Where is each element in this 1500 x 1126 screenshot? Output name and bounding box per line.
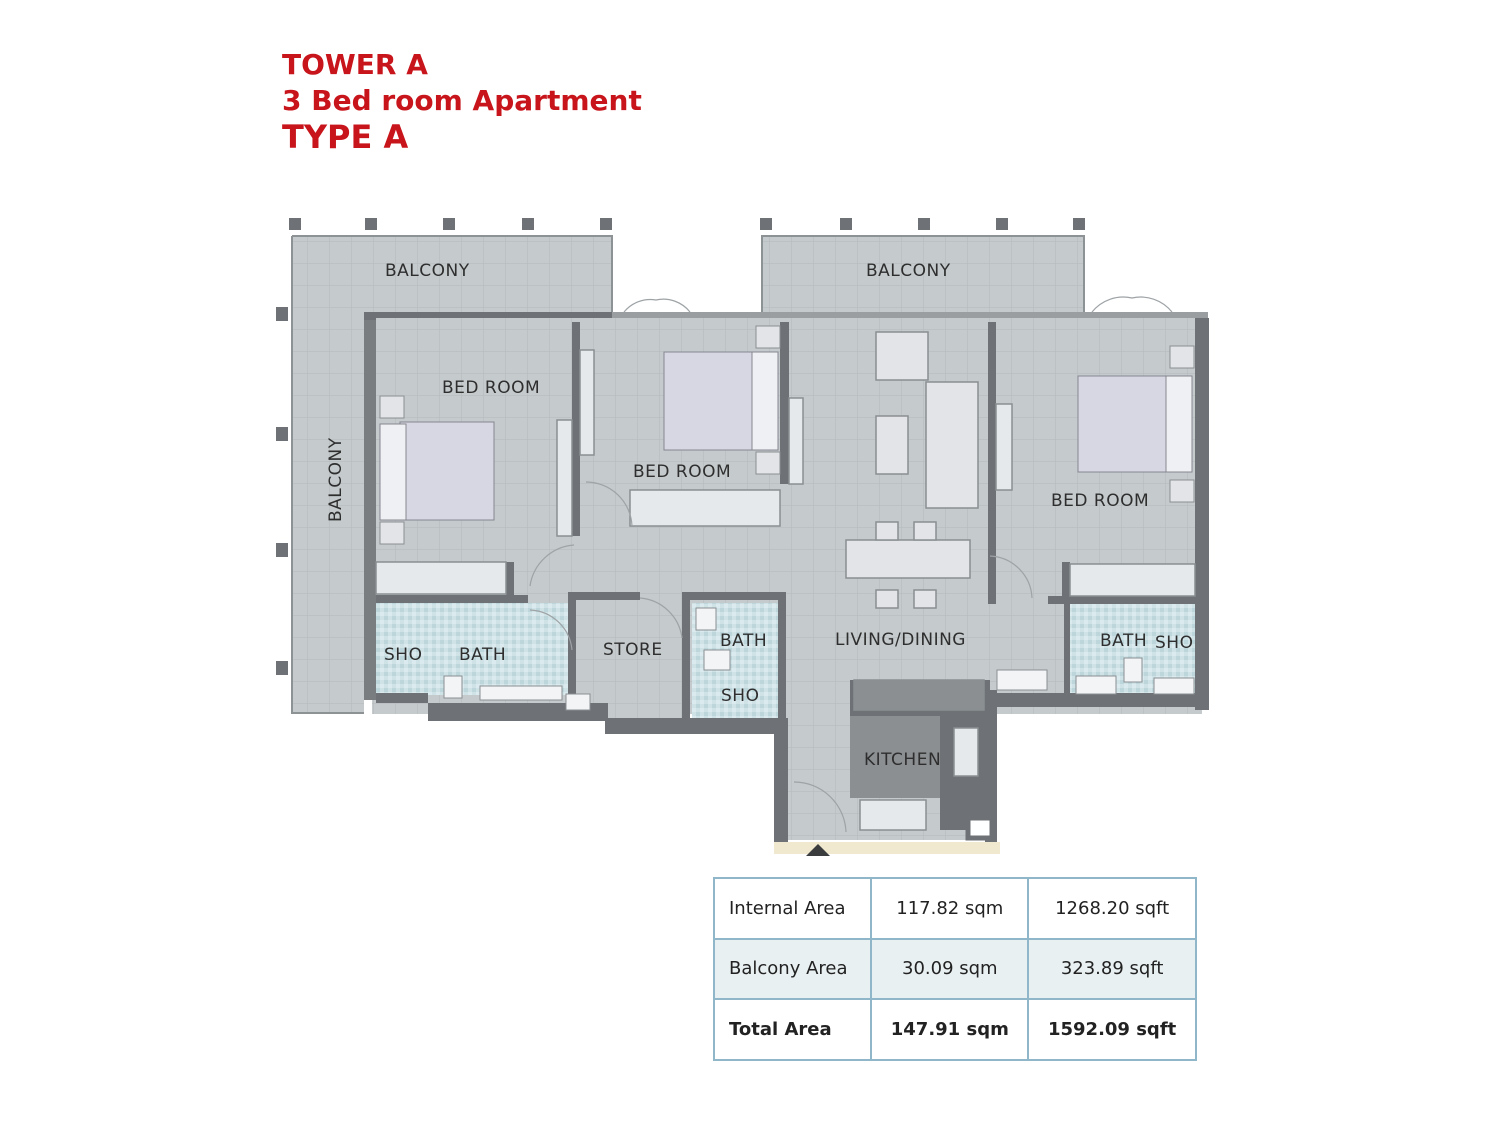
area-label: Balcony Area <box>712 937 873 1001</box>
label-store: STORE <box>603 640 663 660</box>
label-bedroom-2: BED ROOM <box>633 462 731 482</box>
nightstands <box>379 325 1195 545</box>
area-sqft: 1268.20 sqft <box>1027 877 1197 940</box>
label-sho-3: SHO <box>1155 633 1193 653</box>
area-table: Internal Area 117.82 sqm 1268.20 sqft Ba… <box>712 877 1197 1061</box>
area-sqm: 30.09 sqm <box>870 937 1030 1001</box>
living-furniture <box>845 331 985 831</box>
floor-plan: BALCONY BALCONY BALCONY BED ROOM BED ROO… <box>276 218 1209 856</box>
balcony-railing <box>291 235 1085 714</box>
type-title: TYPE A <box>282 118 409 156</box>
table-row-total: Total Area 147.91 sqm 1592.09 sqft <box>712 998 1197 1061</box>
label-kitchen: KITCHEN <box>864 750 941 770</box>
label-bath-1: BATH <box>459 645 506 665</box>
label-bedroom-3: BED ROOM <box>1051 491 1149 511</box>
railing-posts <box>276 218 1085 675</box>
area-sqft: 1592.09 sqft <box>1027 998 1197 1061</box>
area-sqm: 147.91 sqm <box>870 998 1030 1061</box>
area-sqft: 323.89 sqft <box>1027 937 1197 1001</box>
area-label: Total Area <box>712 998 873 1061</box>
label-sho-1: SHO <box>384 645 422 665</box>
store-floor <box>578 600 684 718</box>
balcony-top-right-floor <box>762 236 1084 312</box>
label-bedroom-1: BED ROOM <box>442 378 540 398</box>
area-label: Internal Area <box>712 877 873 940</box>
apartment-title: 3 Bed room Apartment <box>282 84 642 117</box>
bath-1-mosaic <box>376 603 570 695</box>
entrance-threshold <box>774 842 1000 854</box>
label-balcony-top-left: BALCONY <box>385 261 470 281</box>
label-sho-2: SHO <box>721 686 759 706</box>
beds <box>379 351 1193 521</box>
label-balcony-left: BALCONY <box>326 437 346 522</box>
label-balcony-top-right: BALCONY <box>866 261 951 281</box>
entrance-arrow-icon <box>806 844 830 856</box>
area-sqm: 117.82 sqm <box>870 877 1030 940</box>
bath-fixtures <box>443 607 1195 711</box>
balcony-left-floor <box>292 236 364 713</box>
wardrobes <box>375 349 1196 597</box>
table-row: Internal Area 117.82 sqm 1268.20 sqft <box>712 877 1197 940</box>
door-swings <box>529 296 1173 833</box>
label-living-dining: LIVING/DINING <box>835 630 966 650</box>
label-bath-3: BATH <box>1100 631 1147 651</box>
label-bath-2: BATH <box>720 631 767 651</box>
table-row: Balcony Area 30.09 sqm 323.89 sqft <box>712 937 1197 1001</box>
tower-title: TOWER A <box>282 48 428 81</box>
